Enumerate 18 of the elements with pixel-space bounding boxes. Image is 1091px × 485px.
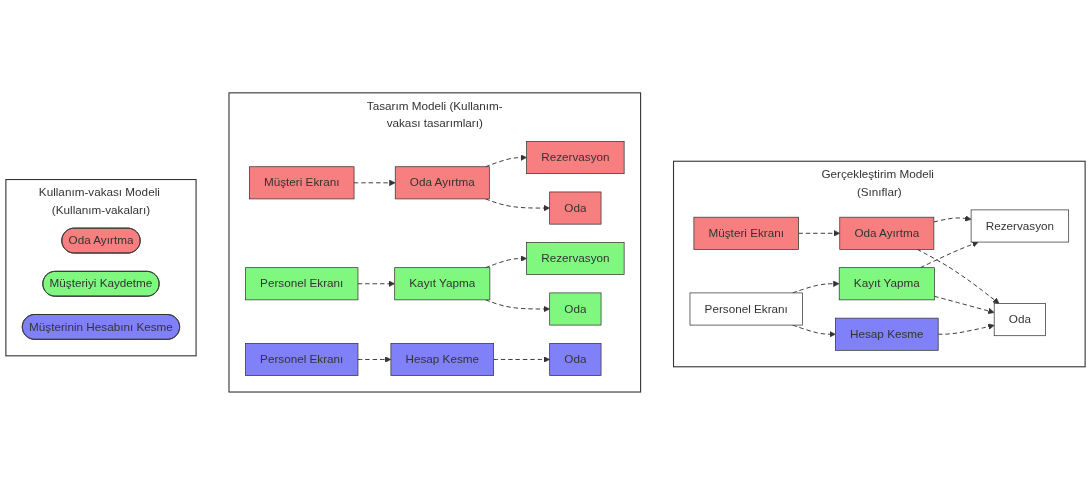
- node-box: Oda Ayırtma: [839, 216, 935, 250]
- node-box: Oda: [549, 292, 602, 326]
- node-box: Personel Ekranı: [689, 292, 803, 326]
- node-box: Oda: [549, 191, 602, 225]
- node-box: Kayıt Yapma: [394, 267, 491, 301]
- node-box: Oda Ayırtma: [394, 166, 490, 200]
- node-box: Hesap Kesme: [390, 343, 495, 376]
- node-box: Rezervasyon: [526, 242, 625, 276]
- node-box: Rezervasyon: [970, 209, 1070, 243]
- node-box: Oda: [549, 343, 602, 376]
- node-box: Hesap Kesme: [835, 317, 939, 351]
- node-box: Kayıt Yapma: [838, 267, 935, 301]
- node-box: Personel Ekranı: [245, 267, 359, 301]
- node-box: Personel Ekranı: [245, 343, 359, 376]
- node-box: Rezervasyon: [526, 141, 625, 175]
- node-box: Müşteri Ekranı: [249, 166, 355, 200]
- node-box: Oda: [993, 303, 1046, 337]
- node-box: Müşteri Ekranı: [693, 216, 799, 250]
